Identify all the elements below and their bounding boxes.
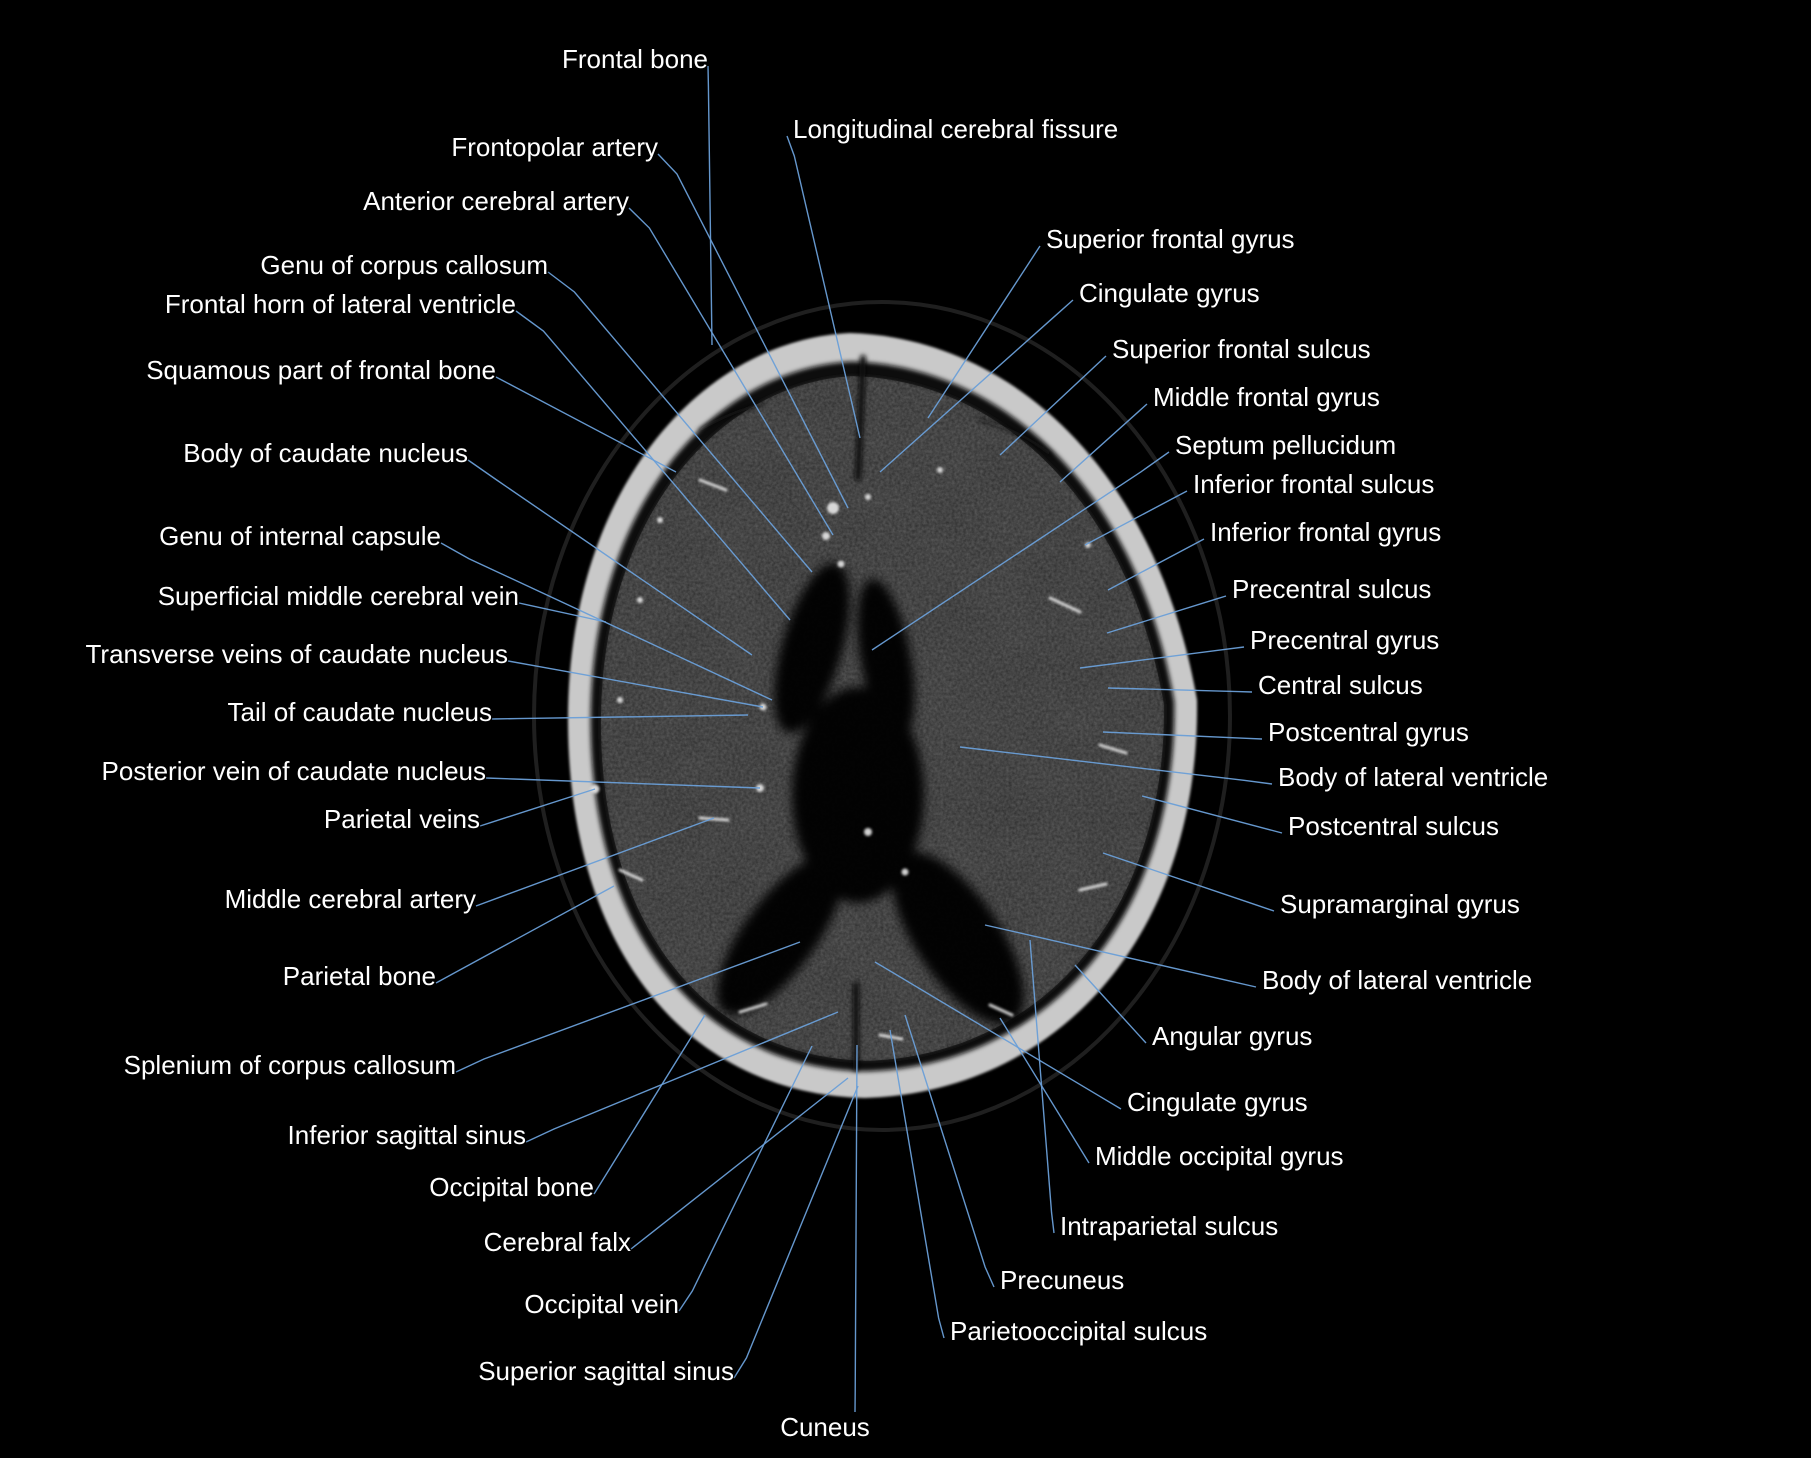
anatomy-label: Angular gyrus [1152, 1021, 1313, 1051]
anatomy-label: Tail of caudate nucleus [227, 697, 492, 727]
anatomy-label: Posterior vein of caudate nucleus [101, 756, 486, 786]
anatomy-label: Frontal horn of lateral ventricle [164, 289, 516, 319]
leader-line [1102, 852, 1275, 912]
anatomy-label: Splenium of corpus callosum [123, 1050, 456, 1080]
leader-line [1079, 646, 1245, 669]
leader-line [927, 245, 1041, 419]
leader-line [1102, 731, 1263, 740]
leader-line [547, 271, 813, 573]
leader-line [455, 941, 801, 1073]
anatomy-label: Postcentral sulcus [1288, 811, 1499, 841]
anatomy-label: Precentral gyrus [1250, 625, 1440, 655]
anatomy-label: Supramarginal gyrus [1280, 889, 1520, 919]
anatomy-label: Postcentral gyrus [1268, 717, 1469, 747]
vessel-dots [590, 467, 1128, 1041]
anatomy-label: Precentral sulcus [1232, 574, 1432, 604]
anatomy-label: Body of caudate nucleus [183, 438, 468, 468]
leader-line [733, 1085, 859, 1379]
anatomy-label: Body of lateral ventricle [1278, 762, 1549, 792]
anatomy-label: Middle cerebral artery [224, 884, 476, 914]
anatomy-label: Parietooccipital sulcus [950, 1316, 1208, 1346]
leader-line [657, 153, 849, 509]
leader-line [628, 207, 834, 536]
anatomy-label: Body of lateral ventricle [1262, 965, 1533, 995]
anatomy-label: Superficial middle cerebral vein [157, 581, 519, 611]
anatomy-label: Middle frontal gyrus [1153, 382, 1380, 412]
anatomy-label: Inferior sagittal sinus [287, 1120, 526, 1150]
leader-line [1059, 403, 1148, 483]
anatomy-label: Parietal veins [323, 804, 480, 834]
anatomy-label: Superior frontal gyrus [1046, 224, 1295, 254]
interhemispheric-fissure [698, 355, 1052, 1071]
leader-line [593, 1014, 706, 1195]
leader-line [984, 924, 1257, 988]
leader-line [889, 1029, 945, 1339]
anatomy-label: Transverse veins of caudate nucleus [85, 639, 509, 669]
leader-line [507, 660, 764, 708]
leader-line [999, 355, 1107, 456]
anatomy-label: Occipital vein [524, 1289, 679, 1319]
anatomy-label: Cerebral falx [483, 1227, 631, 1257]
leader-line [871, 451, 1170, 651]
leader-line [786, 135, 861, 439]
anatomy-label: Superior sagittal sinus [478, 1356, 734, 1386]
anatomy-label: Cingulate gyrus [1127, 1087, 1308, 1117]
leader-line [485, 777, 761, 789]
leader-line [854, 1044, 858, 1413]
leader-line [999, 1017, 1090, 1164]
leader-line [515, 310, 791, 621]
leader-line [879, 299, 1074, 473]
brain-texture [600, 376, 1164, 1061]
leader-line [491, 714, 749, 720]
leader-line [1107, 538, 1205, 591]
anatomy-label: Inferior frontal gyrus [1210, 517, 1442, 547]
anatomy-label: Septum pellucidum [1175, 430, 1397, 460]
anatomy-label: Occipital bone [429, 1172, 594, 1202]
anatomy-label: Anterior cerebral artery [363, 186, 629, 216]
anatomy-label: Squamous part of frontal bone [146, 355, 496, 385]
anatomy-label: Cingulate gyrus [1079, 278, 1260, 308]
leader-line [874, 961, 1122, 1110]
anatomy-label: Parietal bone [282, 961, 436, 991]
leader-line [630, 1077, 849, 1250]
leader-line [678, 1045, 813, 1312]
leader-line [1106, 595, 1227, 634]
leader-line [475, 817, 715, 907]
leader-line [1074, 964, 1147, 1044]
leader-line [1141, 795, 1283, 834]
leader-line [1084, 490, 1188, 546]
leader-line [467, 459, 753, 656]
anatomy-label: Genu of internal capsule [159, 521, 441, 551]
anatomy-label: Inferior frontal sulcus [1193, 469, 1435, 499]
anatomy-label: Intraparietal sulcus [1060, 1211, 1279, 1241]
leader-line [1107, 687, 1253, 693]
anatomy-label: Frontopolar artery [451, 132, 658, 162]
anatomy-label: Superior frontal sulcus [1112, 334, 1371, 364]
leader-line [904, 1014, 995, 1288]
lateral-ventricles [717, 563, 1024, 1025]
anatomy-label: Middle occipital gyrus [1095, 1141, 1344, 1171]
leader-line [959, 746, 1273, 785]
anatomy-label: Frontal bone [562, 44, 708, 74]
leader-line [440, 542, 773, 701]
leader-line [479, 788, 596, 827]
leader-line [495, 376, 677, 473]
anatomy-label: Cuneus [780, 1412, 870, 1442]
anatomy-label: Central sulcus [1258, 670, 1423, 700]
leader-line [435, 885, 615, 984]
anatomy-label: Longitudinal cerebral fissure [793, 114, 1119, 144]
anatomy-label: Precuneus [1000, 1265, 1125, 1295]
anatomy-label: Genu of corpus callosum [260, 250, 548, 280]
leader-line [1029, 939, 1055, 1234]
leader-line [525, 1011, 839, 1143]
scalp-outline [532, 300, 1232, 1132]
leader-line [707, 65, 713, 346]
leader-line [518, 602, 607, 623]
